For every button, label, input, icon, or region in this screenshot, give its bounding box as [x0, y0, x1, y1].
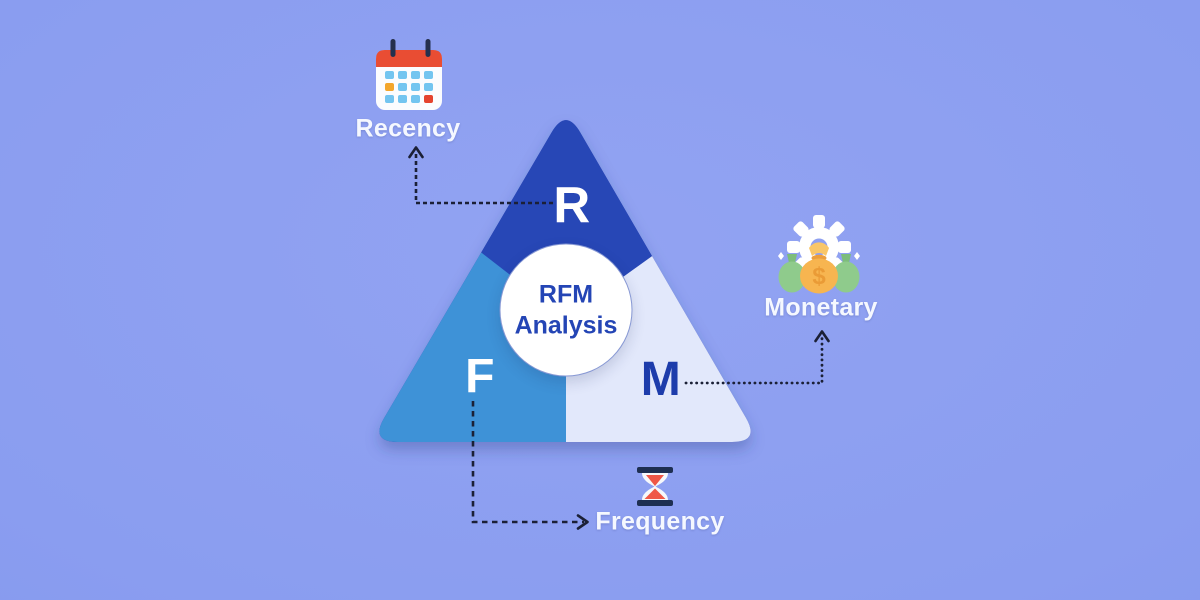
frequency-label: Frequency	[595, 507, 725, 536]
segment-letter-f: F	[465, 350, 495, 403]
recency-label: Recency	[355, 114, 461, 143]
monetary-arrow	[684, 330, 830, 385]
monetary-label: Monetary	[764, 293, 878, 322]
calendar-icon	[376, 39, 442, 110]
segment-letter-m: M	[640, 353, 682, 406]
hourglass-icon	[637, 467, 673, 506]
segment-letter-r: R	[553, 176, 591, 234]
svg-text:$: $	[812, 263, 826, 290]
title-line-2: Analysis	[514, 311, 618, 339]
center-title-circle: RFM Analysis	[499, 243, 633, 377]
money-bags-gear-icon: $	[778, 215, 860, 294]
recency-arrow	[408, 146, 553, 205]
title-line-1: RFM	[538, 280, 594, 308]
frequency-arrow	[471, 401, 589, 530]
